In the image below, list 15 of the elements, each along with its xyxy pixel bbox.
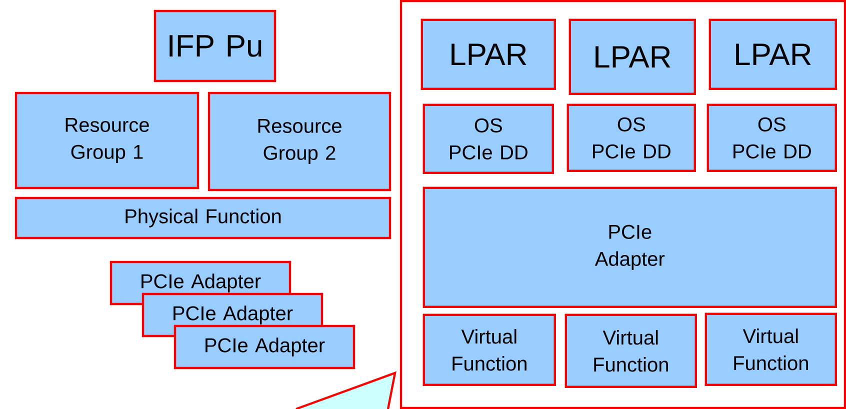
component-box: Virtual Function [704, 312, 837, 386]
process-box: IFP Pu [154, 10, 276, 82]
component-box: OS PCIe DD [422, 104, 554, 174]
process-box: Resource Group 1 [14, 92, 200, 190]
component-box: OS PCIe DD [706, 104, 837, 172]
process-box: Physical Function [14, 196, 392, 240]
process-box: Resource Group 2 [208, 92, 392, 192]
component-box: Virtual Function [564, 314, 697, 388]
component-box: LPAR [708, 18, 837, 90]
process-box: PCIe Adapter [174, 324, 356, 370]
component-box: Virtual Function [422, 314, 556, 386]
component-box: PCIe Adapter [422, 186, 837, 308]
component-box: LPAR [568, 18, 696, 95]
component-box: OS PCIe DD [566, 104, 696, 172]
component-box: LPAR [420, 18, 556, 90]
